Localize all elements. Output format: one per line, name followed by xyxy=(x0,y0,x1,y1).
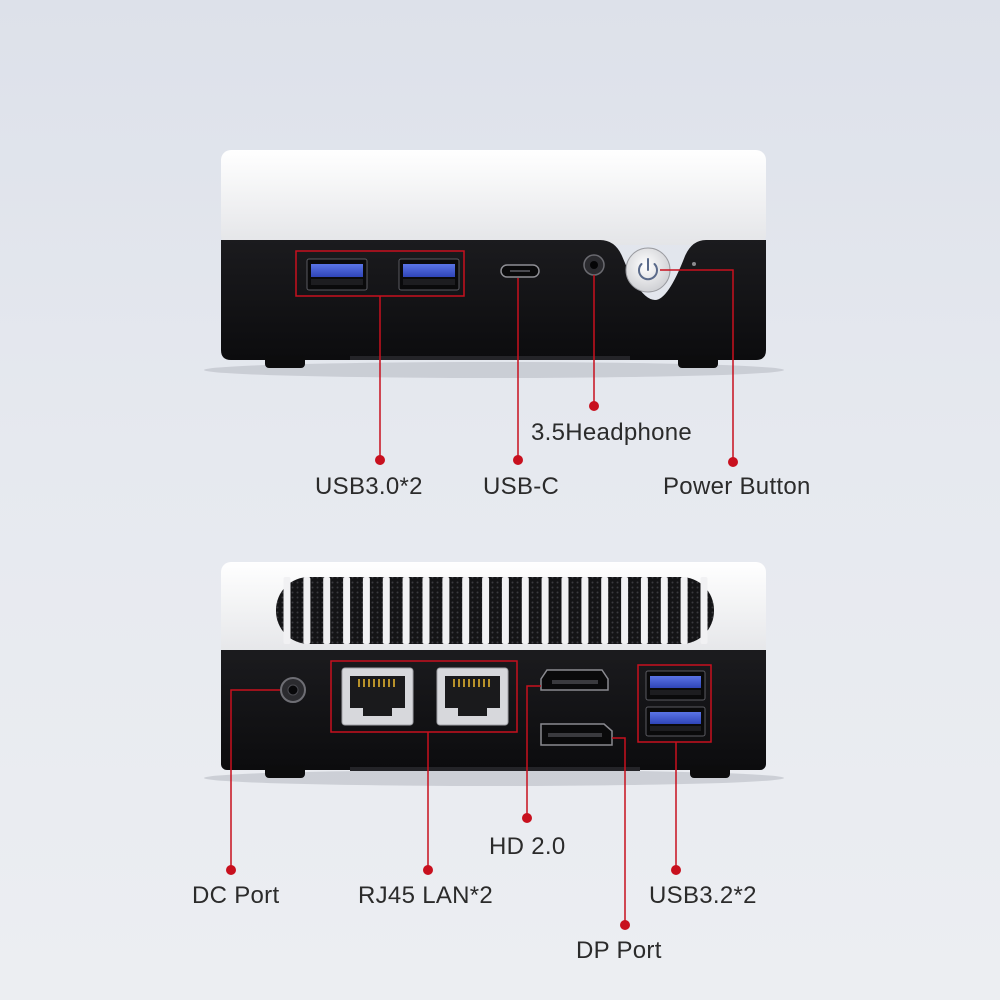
callout-dot-rj45 xyxy=(423,865,433,875)
callout-dot-headphone xyxy=(589,401,599,411)
vent-bar xyxy=(521,577,529,644)
usb3-port-1 xyxy=(306,258,368,291)
vent-bar xyxy=(640,577,648,644)
displayport-port xyxy=(540,723,613,746)
front-device xyxy=(204,150,784,467)
vent-bars xyxy=(283,577,708,644)
vent-bar xyxy=(700,577,708,644)
callout-dot-usb32 xyxy=(671,865,681,875)
vent-bar xyxy=(581,577,589,644)
label-usb32: USB3.2*2 xyxy=(649,882,757,909)
rj45-port-1 xyxy=(341,667,414,726)
front-top-shell xyxy=(221,150,766,245)
usb32-port-1 xyxy=(645,670,706,701)
hdmi-port xyxy=(540,669,609,691)
callout-dot-dp xyxy=(620,920,630,930)
vent-grille xyxy=(276,577,714,644)
usb3-port-2 xyxy=(398,258,460,291)
usb32-port-2 xyxy=(645,706,706,737)
vent-bar xyxy=(501,577,509,644)
vent-bar xyxy=(561,577,569,644)
label-power-button: Power Button xyxy=(663,473,811,500)
power-led xyxy=(692,262,696,266)
front-foot-left xyxy=(265,356,305,368)
front-callouts xyxy=(379,269,734,462)
label-dp-port: DP Port xyxy=(576,937,662,964)
label-hd: HD 2.0 xyxy=(489,833,566,860)
vent-bar xyxy=(382,577,390,644)
rear-callouts xyxy=(230,685,677,925)
rear-foot-right xyxy=(690,766,730,778)
rear-foot-left xyxy=(265,766,305,778)
vent-bar xyxy=(601,577,609,644)
front-black-panel xyxy=(221,240,766,360)
power-button-icon xyxy=(625,247,671,293)
vent-bar xyxy=(462,577,470,644)
label-headphone: 3.5Headphone xyxy=(531,419,693,446)
rear-device xyxy=(204,562,784,930)
callout-dot-dc xyxy=(226,865,236,875)
usb32-highlight-box xyxy=(637,664,712,743)
dc-port xyxy=(280,677,306,703)
callout-dot-usb30 xyxy=(375,455,385,465)
callout-dot-power xyxy=(728,457,738,467)
label-rj45: RJ45 LAN*2 xyxy=(358,882,494,909)
label-usb30: USB3.0*2 xyxy=(315,473,423,500)
vent-bar xyxy=(482,577,490,644)
vent-bar xyxy=(343,577,351,644)
vent-bar xyxy=(660,577,668,644)
vent-bar xyxy=(323,577,331,644)
vent-bar xyxy=(621,577,629,644)
label-usbc: USB-C xyxy=(483,473,560,500)
callout-dot-usbc xyxy=(513,455,523,465)
vent-bar xyxy=(422,577,430,644)
rj45-port-2 xyxy=(436,667,509,726)
vent-bar xyxy=(362,577,370,644)
callout-dot-hd xyxy=(522,813,532,823)
vent-bar xyxy=(680,577,688,644)
front-foot-right xyxy=(678,356,718,368)
vent-bar xyxy=(541,577,549,644)
rj45-highlight-box xyxy=(330,660,518,733)
vent-bar xyxy=(442,577,450,644)
label-dc-port: DC Port xyxy=(192,882,280,909)
vent-bar xyxy=(283,577,291,644)
vent-bar xyxy=(303,577,311,644)
vent-bar xyxy=(402,577,410,644)
